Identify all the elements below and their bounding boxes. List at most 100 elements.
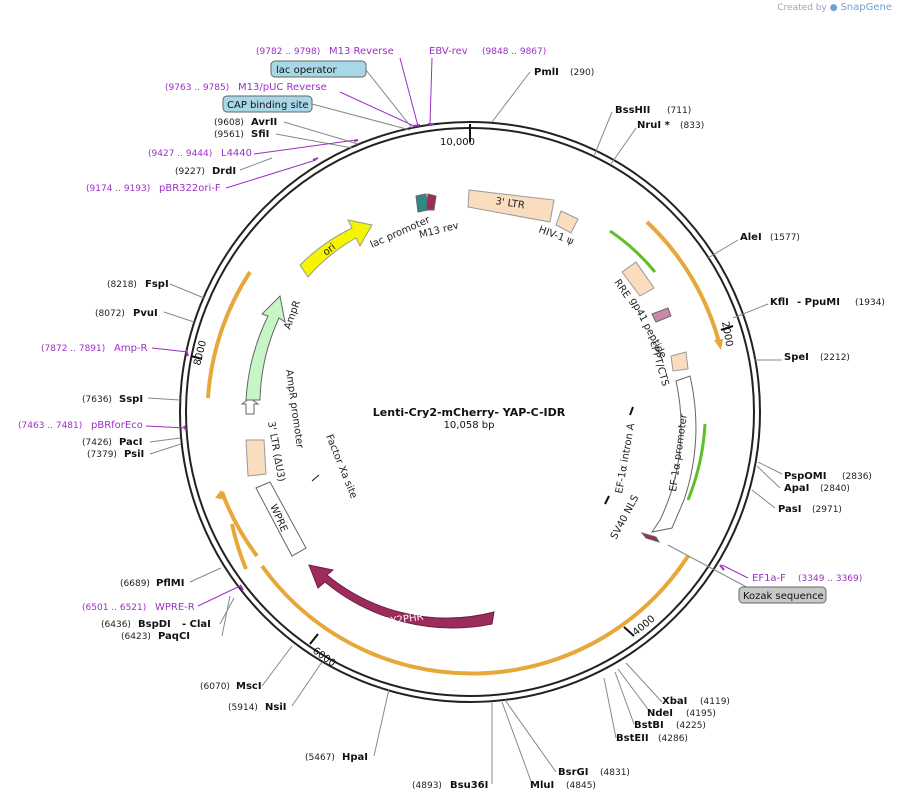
enzyme-apai: ApaI xyxy=(784,483,809,494)
feature-ori xyxy=(299,219,373,278)
label-factor-xa: Factor Xa site xyxy=(323,433,359,500)
feature-hiv-psi xyxy=(555,210,579,234)
primer-ef1a-f: EF1a-F xyxy=(752,573,786,584)
enzyme-bspdi-pos: (6436) xyxy=(101,620,131,630)
box-kozak: Kozak sequence xyxy=(738,586,827,604)
enzyme-paqci: PaqCI xyxy=(158,631,190,642)
enzyme-drdi: DrdI xyxy=(212,166,236,177)
enzyme-bsu36i: Bsu36I xyxy=(450,780,488,791)
enzyme-sfii-pos: (9561) xyxy=(214,130,244,140)
enzyme-xbai: XbaI xyxy=(662,696,687,707)
enzyme-paqci-pos: (6423) xyxy=(121,632,151,642)
snapgene-logo-icon: ● xyxy=(829,3,838,13)
label-lac-operator: lac operator xyxy=(276,65,337,76)
primer-m13puc-pos: (9763 .. 9785) xyxy=(165,83,229,93)
enzyme-pvui: PvuI xyxy=(133,308,158,319)
primer-ebv-rev-pos: (9848 .. 9867) xyxy=(482,47,546,57)
label-gp41: gp41 peptide xyxy=(627,296,668,360)
intron-marker-1 xyxy=(629,406,634,416)
enzyme-bsshii-pos: (711) xyxy=(667,106,691,116)
orf-arrow-3 xyxy=(215,490,226,500)
intron-marker-2 xyxy=(604,495,610,505)
enzyme-hpai: HpaI xyxy=(342,752,368,763)
primer-l4440-pos: (9427 .. 9444) xyxy=(148,149,212,159)
feature-gp41 xyxy=(651,307,672,323)
tick-label-10000: 10,000 xyxy=(440,137,475,148)
enzyme-ndei-pos: (4195) xyxy=(686,709,716,719)
enzyme-pasi-pos: (2971) xyxy=(812,505,842,515)
backbone-ticks xyxy=(190,124,734,645)
orf-arc-2 xyxy=(260,554,690,676)
enzyme-ndei: NdeI xyxy=(647,708,673,719)
enzyme-mlui-pos: (4845) xyxy=(566,781,596,791)
enzyme-sspi-pos: (7636) xyxy=(82,395,112,405)
label-sv40-nls: SV40 NLS xyxy=(609,493,641,541)
enzyme-clai: - ClaI xyxy=(182,619,211,630)
enzyme-bsrgi-pos: (4831) xyxy=(600,768,630,778)
enzyme-drdi-pos: (9227) xyxy=(175,167,205,177)
primer-l4440: L4440 xyxy=(221,148,252,159)
primer-wpre-r: WPRE-R xyxy=(155,602,195,613)
enzyme-bstbi: BstBI xyxy=(634,720,664,731)
enzyme-kfli-pos: (1934) xyxy=(855,298,885,308)
feature-3ltr xyxy=(467,189,555,223)
enzyme-mlui: MluI xyxy=(530,780,554,791)
factor-xa-marker xyxy=(311,474,320,482)
label-ampr: AmpR xyxy=(282,299,303,331)
enzyme-bsrgi: BsrGI xyxy=(558,767,588,778)
primer-ef1a-f-pos: (3349 .. 3369) xyxy=(798,574,862,584)
snapgene-credit: Created by ● SnapGene xyxy=(777,2,892,13)
label-3ltr: 3' LTR xyxy=(495,196,526,211)
primer-markers xyxy=(183,123,725,591)
primer-ebv-rev: EBV-rev xyxy=(429,46,468,57)
enzyme-spei: SpeI xyxy=(784,352,809,363)
feature-wpre xyxy=(255,481,307,557)
primer-m13-reverse-pos: (9782 .. 9798) xyxy=(256,47,320,57)
enzyme-sspi: SspI xyxy=(119,394,143,405)
feature-3ltr-du3 xyxy=(245,439,267,477)
orf-arc-1 xyxy=(645,220,722,347)
enzyme-avrii-pos: (9608) xyxy=(214,118,244,128)
enzyme-leaders xyxy=(147,71,783,785)
box-cap-binding-site: CAP binding site xyxy=(222,95,313,113)
enzyme-kfli: KflI xyxy=(770,297,789,308)
enzyme-xbai-pos: (4119) xyxy=(700,697,730,707)
enzyme-sfii: SfiI xyxy=(251,129,269,140)
label-ampr-promoter: AmpR promoter xyxy=(283,369,305,450)
label-3ltr-du3: 3' LTR (ΔU3) xyxy=(265,421,286,483)
enzyme-pspomi-pos: (2836) xyxy=(842,472,872,482)
enzyme-fspi-pos: (8218) xyxy=(107,280,137,290)
enzyme-nrui-pos: (833) xyxy=(680,121,704,131)
enzyme-alei-pos: (1577) xyxy=(770,233,800,243)
feature-cppt xyxy=(670,351,689,372)
enzyme-nsii: NsiI xyxy=(265,702,286,713)
primer-m13puc: M13/pUC Reverse xyxy=(238,82,327,93)
enzyme-bsteii-pos: (4286) xyxy=(658,734,688,744)
feature-ampr xyxy=(245,294,286,401)
promoter-arc-2 xyxy=(686,423,707,501)
primer-ampr: Amp-R xyxy=(114,343,148,354)
feature-rre xyxy=(621,261,655,297)
enzyme-bsu36i-pos: (4893) xyxy=(412,781,442,791)
enzyme-bsteii: BstEII xyxy=(616,733,649,744)
primer-pbr322-pos: (9174 .. 9193) xyxy=(86,184,150,194)
primer-pbr322: pBR322ori-F xyxy=(159,183,221,194)
enzyme-avrii: AvrII xyxy=(251,117,277,128)
enzyme-paci-pos: (7426) xyxy=(82,438,112,448)
tick-label-2000: 2000 xyxy=(719,321,734,348)
enzyme-pflmi-pos: (6689) xyxy=(120,579,150,589)
label-cap-binding-site: CAP binding site xyxy=(227,100,309,111)
promoter-arc-1 xyxy=(609,229,657,273)
enzyme-pasi: PasI xyxy=(778,504,801,515)
enzyme-bsshii: BssHII xyxy=(615,105,650,116)
enzyme-bspdi: BspDI xyxy=(138,619,171,630)
backbone-outer xyxy=(179,121,761,703)
primer-m13-reverse: M13 Reverse xyxy=(329,46,394,57)
primer-pbrforeco: pBRforEco xyxy=(91,420,143,431)
enzyme-paci: PacI xyxy=(119,437,142,448)
enzyme-pspomi: PspOMI xyxy=(784,471,826,482)
orf-arrow-1 xyxy=(714,339,723,350)
enzyme-nrui: NruI * xyxy=(637,120,671,131)
label-cppt: cPPT/CTS xyxy=(647,340,670,388)
